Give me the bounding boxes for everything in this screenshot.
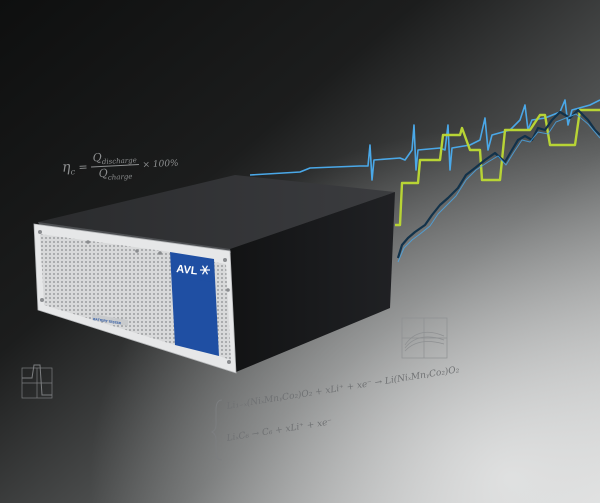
- screw-icon: [158, 251, 162, 255]
- formula-eta-sub: c: [70, 167, 76, 177]
- chassis-top: [38, 175, 395, 249]
- trace-blue-current: [249, 99, 600, 181]
- brand-logo-text: AVL: [176, 263, 199, 278]
- battery-tester-unit: AVL BATTERY TESTER: [33, 175, 395, 374]
- logo-plate: [172, 254, 213, 282]
- model-label-plate: [92, 314, 128, 326]
- model-label: BATTERY TESTER: [93, 317, 122, 325]
- trace-navy-temperature: [396, 108, 600, 259]
- chassis-side: [230, 192, 395, 372]
- screw-icon: [226, 288, 230, 292]
- front-grille-left: [40, 234, 175, 345]
- sketch-plot-left: [21, 364, 53, 399]
- measurement-traces: [249, 99, 600, 263]
- formula-equals: =: [78, 160, 88, 174]
- efficiency-formula: ηc = Qdischarge Qcharge × 100%: [61, 147, 179, 184]
- screw-icon: [38, 230, 42, 234]
- formula-denominator-sub: charge: [107, 172, 133, 183]
- front-grille-right: [214, 262, 231, 360]
- screw-icon: [135, 249, 139, 253]
- screw-icon: [86, 240, 90, 244]
- trace-blue-temperature: [397, 113, 600, 263]
- reaction-brace: [210, 399, 223, 461]
- screw-icon: [40, 298, 44, 302]
- screw-icon: [227, 360, 231, 364]
- snowflake-logo-icon: [200, 265, 210, 275]
- formula-tail: × 100%: [142, 158, 179, 171]
- sketch-plot-right: [401, 317, 448, 359]
- formula-numerator: Q: [92, 150, 103, 165]
- screw-icon: [223, 258, 227, 262]
- trace-green-voltage: [395, 108, 600, 227]
